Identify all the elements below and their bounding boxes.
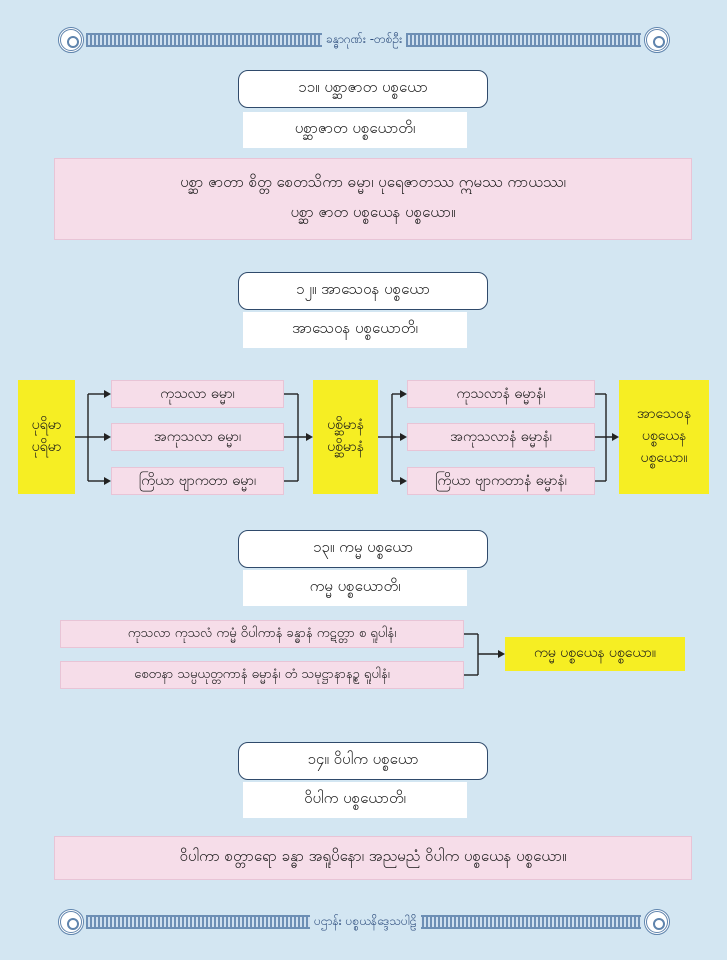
s12-left-box: ပုရိမာ ပုရိမာ [18,380,75,494]
s11-heading: ၁၁။ ပစ္ဆာဇာတ ပစ္စယော [238,70,488,108]
top-left-ornament-icon [58,27,84,53]
s12-subheading: အာသေဝန ပစ္စယောတိ၊ [243,312,467,348]
s12-result-line-3: ပစ္စယော။ [640,449,688,466]
s12-left-line-2: ပုရိမာ [31,439,62,455]
top-banner-title: ခန္ဓာဂုဏ်း -တစ်ဦး [322,31,407,49]
s11-body-line-2: ပစ္ဆာ ဇာတ ပစ္စယေန ပစ္စယော။ [290,203,456,221]
s12-center-line-2: ပစ္ဆိမာနံ [327,439,364,455]
s12-result-line-1: အာသေဝန [636,406,692,423]
s14-body-box: ဝိပါကာ စတ္တာရော ခန္ဓာ အရူပိနော၊ အညမညံ ဝိ… [54,836,692,880]
s13-subheading: ကမ္မ ပစ္စယောတိ၊ [243,570,467,606]
s13-item-2: စေတနာ သမ္ပယုတ္တကာနံ ဓမ္မာနံ၊ တံ သမုဋ္ဌာန… [60,661,464,689]
s11-subheading: ပစ္ဆာဇာတ ပစ္စယောတိ၊ [243,112,467,148]
bottom-right-ornament-icon [644,909,670,935]
top-right-ornament-icon [644,27,670,53]
s12-left-line-1: ပုရိမာ [31,417,62,434]
s11-body-line-1: ပစ္ဆာ ဇာတာ စိတ္တ စေတသိကာ ဓမ္မာ၊ ပုရေဇာတဿ… [180,173,566,191]
s12-mid-item-1: ကုသလာ ဓမ္မာ၊ [111,380,284,408]
s12-center-line-1: ပစ္ဆိမာနံ [327,417,364,434]
s12-mid-item-2: အကုသလာ ဓမ္မာ၊ [111,423,284,451]
s12-center-box: ပစ္ဆိမာနံ ပစ္ဆိမာနံ [313,380,378,494]
bottom-banner-title: ပဌာန်း ပစ္စယနိဒ္ဒေသပါဠိ [310,913,421,931]
s12-heading: ၁၂။ အာသေဝန ပစ္စယော [238,272,488,310]
s13-item-1: ကုသလာ ကုသလံ ကမ္မံ ဝိပါကာနံ ခန္ဓာနံ ကဋတ္တ… [60,620,464,648]
s13-result-box: ကမ္မ ပစ္စယေန ပစ္စယော။ [505,637,685,671]
s14-heading: ၁၄။ ဝိပါက ပစ္စယော [238,742,488,780]
s12-result-line-2: ပစ္စယေန [641,428,687,445]
s12-right-item-3: ကြိယာ ဗျာကတာနံ ဓမ္မာနံ၊ [407,467,595,495]
s12-result-box: အာသေဝန ပစ္စယေန ပစ္စယော။ [619,380,709,494]
s13-heading: ၁၃။ ကမ္မ ပစ္စယော [238,530,488,568]
s12-right-item-1: ကုသလာနံ ဓမ္မာနံ၊ [407,380,595,408]
s12-mid-item-3: ကြိယာ ဗျာကတာ ဓမ္မာ၊ [111,467,284,495]
s11-body-box: ပစ္ဆာ ဇာတာ စိတ္တ စေတသိကာ ဓမ္မာ၊ ပုရေဇာတဿ… [54,158,692,240]
s12-right-item-2: အကုသလာနံ ဓမ္မာနံ၊ [407,423,595,451]
s14-subheading: ဝိပါက ပစ္စယောတိ၊ [243,782,467,818]
bottom-left-ornament-icon [58,909,84,935]
